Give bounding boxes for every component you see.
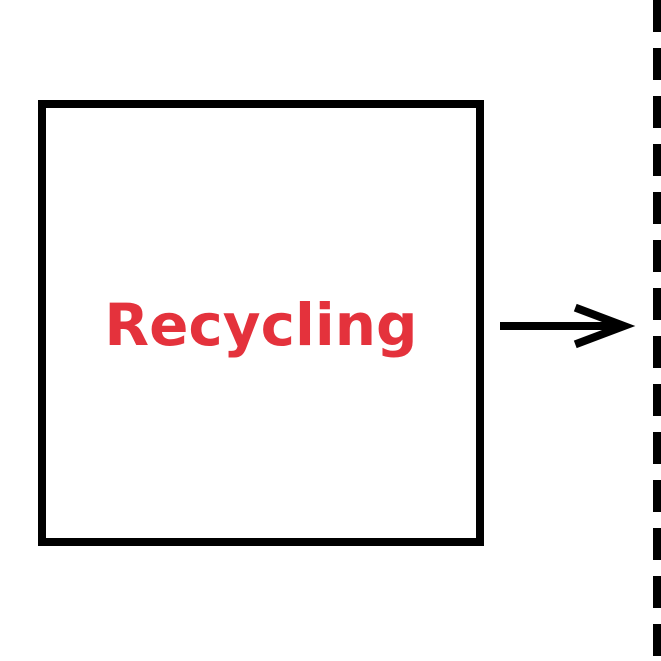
- recycling-box: [38, 100, 484, 546]
- flow-arrow: [500, 303, 636, 349]
- arrow-head: [573, 303, 636, 349]
- recycling-label: Recycling: [104, 291, 417, 359]
